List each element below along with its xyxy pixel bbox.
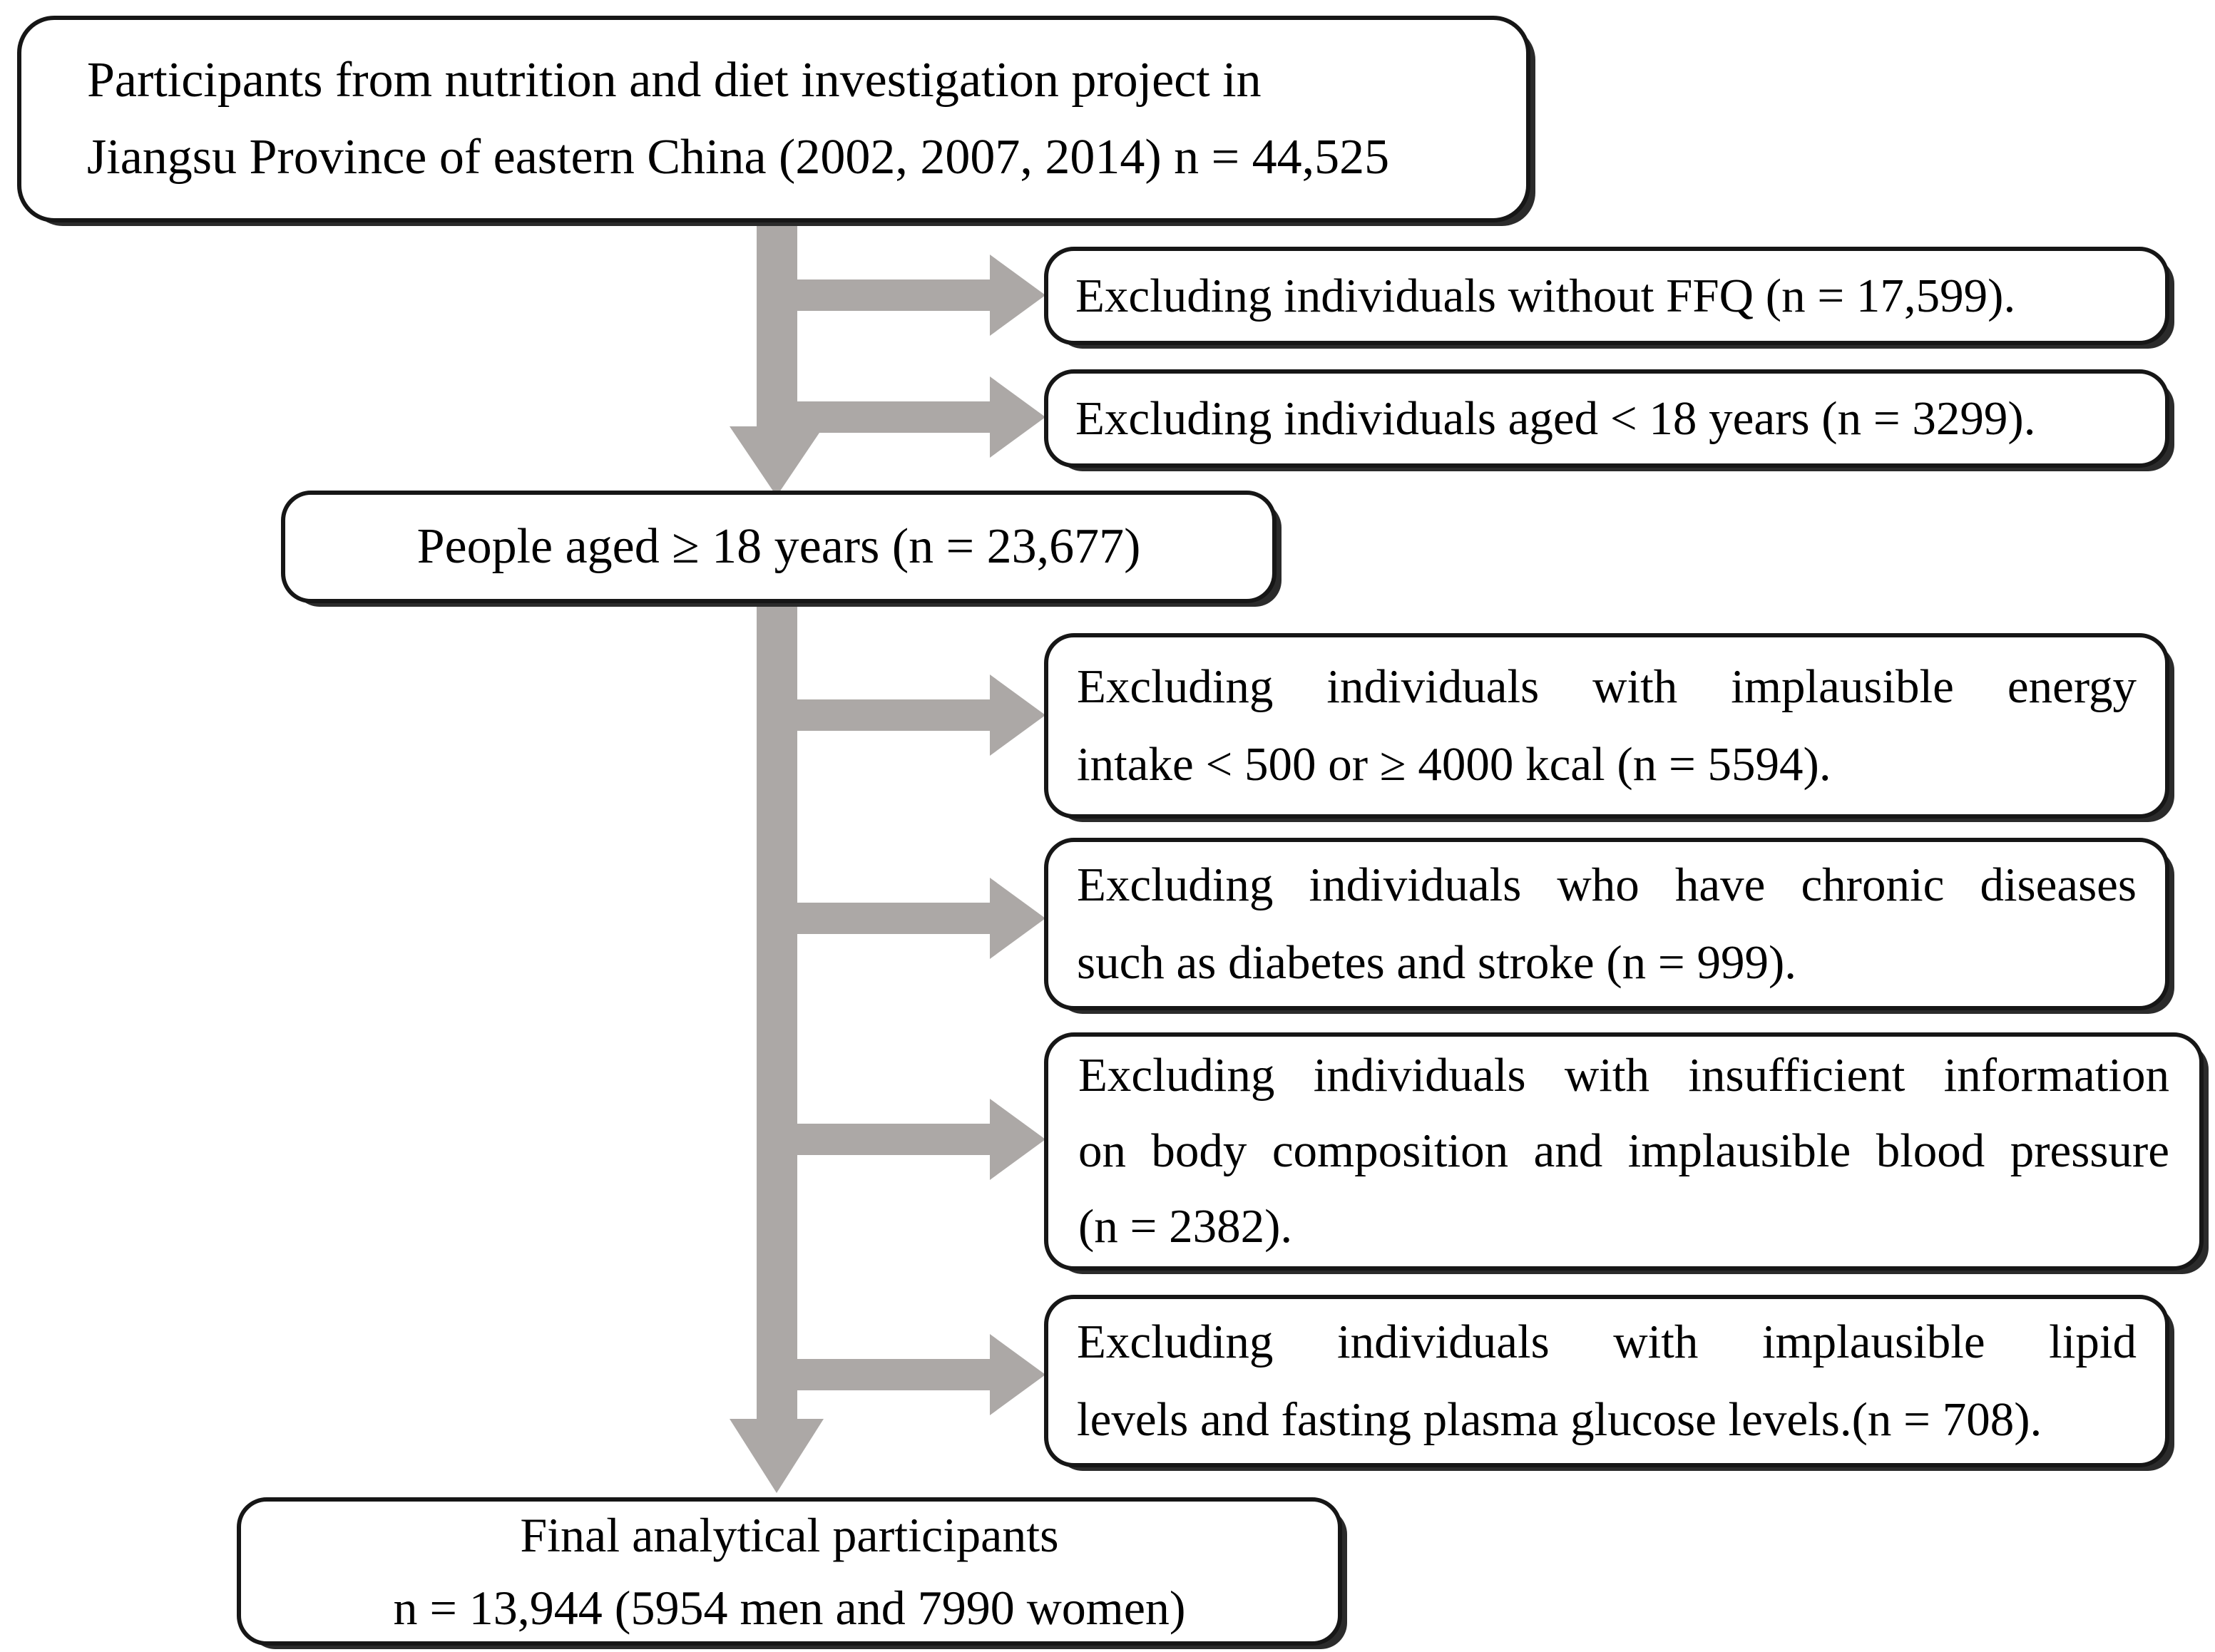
branch-arrowhead-icon-energy [990,674,1045,756]
branch-arrowhead-icon-age [990,376,1045,458]
box-text-line: Excluding individuals without FFQ (n = 1… [1075,269,2016,322]
branch-arrow-shaft-ffq [770,279,993,311]
branch-arrow-shaft-age [770,401,993,433]
branch-arrow-shaft-energy [770,699,993,731]
box-text-line: such as diabetes and stroke (n = 999). [1077,936,1797,989]
down-arrowhead-icon-2 [730,1419,824,1493]
box-text-line: Participants from nutrition and diet inv… [87,52,1262,108]
branch-arrowhead-icon-info [990,1099,1045,1180]
box-text-line: (n = 2382). [1078,1199,1293,1253]
branch-arrowhead-icon-ffq [990,255,1045,336]
branch-arrow-shaft-lipid [770,1359,993,1390]
final-participants-box: Final analytical participants n = 13,944 … [237,1497,1342,1646]
branch-arrowhead-icon-chronic [990,878,1045,959]
box-text-line: People aged ≥ 18 years (n = 23,677) [416,519,1141,575]
box-text-line: intake < 500 or ≥ 4000 kcal (n = 5594). [1077,738,1831,791]
box-text-line: Excluding individuals aged < 18 years (n… [1075,391,2036,445]
source-population-box: Participants from nutrition and diet inv… [17,16,1530,222]
down-arrow-shaft-2 [757,600,797,1422]
exclusion-age-box: Excluding individuals aged < 18 years (n… [1044,369,2169,468]
box-text-line: Final analytical participants [520,1508,1059,1562]
box-text-line: levels and fasting plasma glucose levels… [1077,1393,2042,1446]
exclusion-ffq-box: Excluding individuals without FFQ (n = 1… [1044,247,2169,345]
down-arrowhead-icon-1 [730,426,824,496]
box-text-line: Jiangsu Province of eastern China (2002,… [87,130,1390,185]
box-text-line: n = 13,944 (5954 men and 7990 women) [393,1581,1186,1635]
branch-arrow-shaft-chronic [770,903,993,934]
adults-box: People aged ≥ 18 years (n = 23,677) [281,491,1277,603]
down-arrow-shaft-1 [757,220,797,431]
branch-arrowhead-icon-lipid [990,1334,1045,1415]
branch-arrow-shaft-info [770,1124,993,1155]
